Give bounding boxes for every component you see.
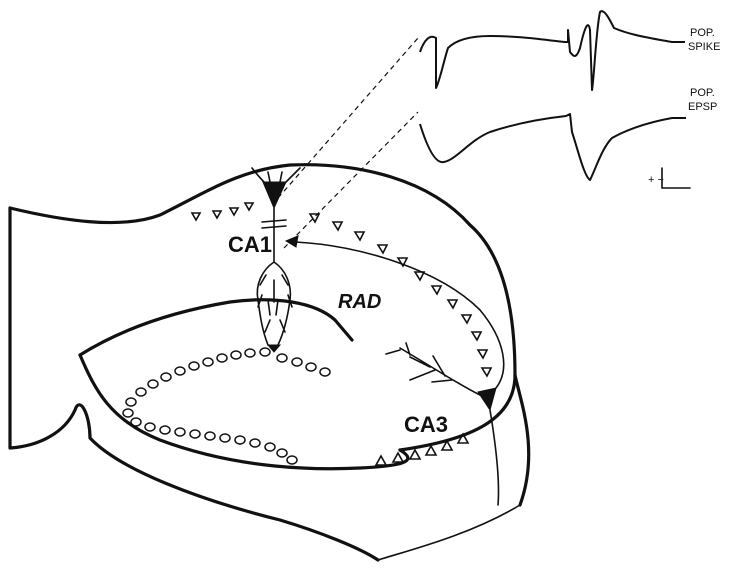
ca1-label: CA1 <box>228 232 272 257</box>
ca1-pyramidal-layer <box>192 203 491 376</box>
pop-spike-label-line2: SPIKE <box>688 41 720 53</box>
ca3-label: CA3 <box>404 412 448 437</box>
scale-bar: + − <box>648 168 690 188</box>
recording-lines <box>278 38 418 248</box>
pop-epsp-trace <box>420 114 686 180</box>
slice-outline <box>10 165 529 560</box>
pop-epsp-label-line2: EPSP <box>688 101 717 113</box>
pop-spike-label-line1: POP. <box>690 27 715 39</box>
pop-spike-trace <box>420 11 685 90</box>
ca1-neuron <box>252 168 300 352</box>
pop-epsp-label-line1: POP. <box>690 87 715 99</box>
scale-bar-marks: + − <box>648 174 664 186</box>
dentate-granule-layer <box>123 348 330 464</box>
rad-label: RAD <box>338 291 381 313</box>
